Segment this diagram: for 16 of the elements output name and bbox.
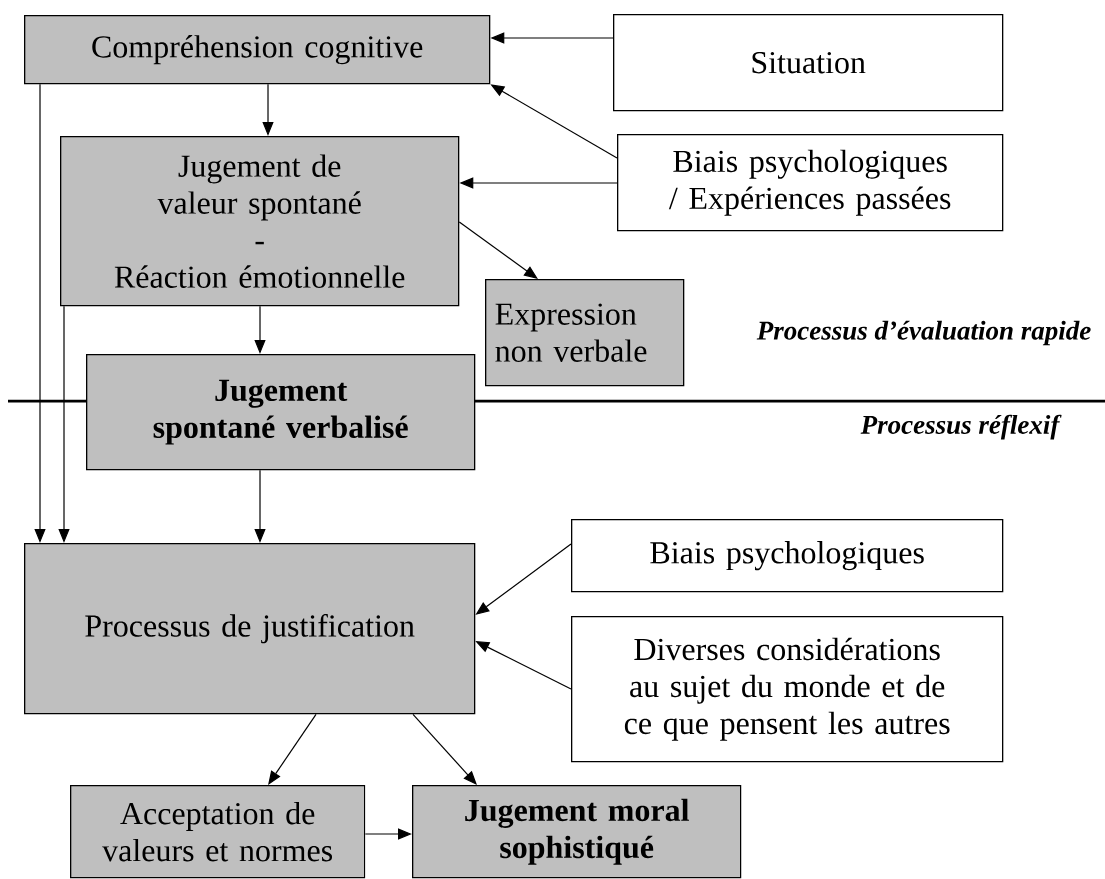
section-label: Processus d’évaluation rapide (756, 320, 1091, 346)
input-box: Diverses considérations au sujet du monde et de ce que pensent les autres (571, 616, 1004, 763)
output-box: Acceptation de valeurs et normes (70, 785, 366, 879)
process-box: Jugement de valeur spontané - Réaction émotionnelle (60, 136, 460, 307)
input-box: Biais psychologiques (571, 519, 1004, 593)
arrow (458, 221, 538, 279)
output-box: Jugement moral sophistiqué (412, 785, 742, 879)
process-box: Processus de justification (24, 543, 476, 715)
input-box: Situation (613, 14, 1004, 112)
process-box: Compréhension cognitive (24, 15, 491, 85)
arrow (268, 713, 317, 785)
input-box: Biais psychologiques / Expériences passées (617, 134, 1004, 232)
arrow (412, 713, 477, 785)
section-label: Processus réflexif (860, 414, 1062, 440)
process-box: Jugement spontané verbalisé (86, 354, 476, 471)
output-box: Expression non verbale (485, 279, 685, 387)
